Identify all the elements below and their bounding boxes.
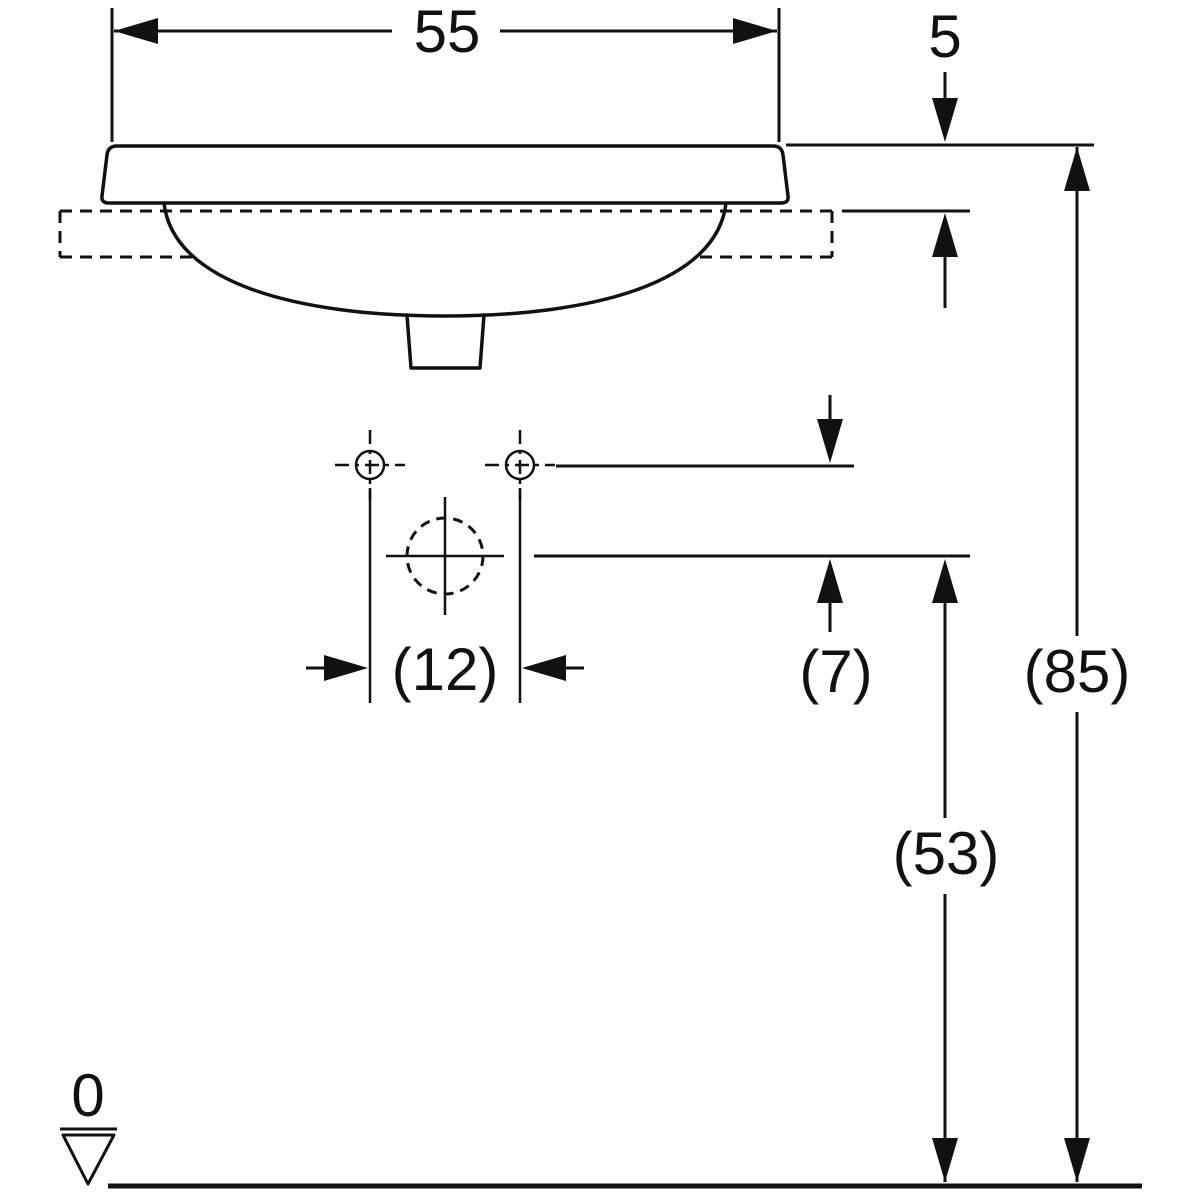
dim-85-label-mask (1006, 636, 1148, 712)
basin-bowl-outline (162, 201, 728, 318)
basin-rim (100, 144, 790, 205)
dimension-rim-height: (85) (1006, 147, 1148, 1182)
tap-hole-left-circle (354, 449, 386, 481)
arrow-right-icon (733, 18, 777, 44)
tap-hole-right-circle (504, 449, 536, 481)
drain-hole (386, 497, 504, 615)
dim-label-tap-to-drain-offset: (7) (799, 638, 872, 705)
dimension-drain-height: (53) (878, 559, 1014, 1182)
tap-hole-right (485, 430, 555, 500)
arrow-down-icon (932, 98, 958, 142)
dim-label-rim-above-counter: 5 (928, 3, 961, 70)
dim-label-overall-width: 55 (414, 0, 481, 65)
datum-triangle-icon (61, 1133, 116, 1186)
drain-outlet-fill (407, 315, 484, 368)
drain-outlet (405, 313, 486, 370)
arrow-up-icon (932, 213, 958, 257)
dimension-rim-above-counter: 5 (842, 3, 970, 308)
tap-hole-left (335, 430, 405, 500)
arrow-down-icon (932, 1138, 958, 1182)
arrow-right-icon (324, 655, 368, 681)
arrow-left-icon (522, 655, 566, 681)
basin-bowl-fill (164, 203, 726, 316)
dimension-tap-hole-spacing: (12) (306, 488, 584, 703)
arrow-down-icon (817, 419, 843, 463)
ground-datum: 0 (60, 1062, 1142, 1189)
arrow-left-icon (114, 18, 158, 44)
dimension-overall-width: 55 (110, 0, 781, 142)
datum-label: 0 (71, 1062, 104, 1129)
dim-label-drain-height: (53) (893, 820, 1000, 887)
drain-outlet-outline (405, 313, 486, 370)
dim-53-label-mask (878, 818, 1014, 894)
arrow-up-icon (932, 559, 958, 603)
dim-label-rim-height: (85) (1024, 638, 1131, 705)
dim-label-tap-hole-spacing: (12) (392, 636, 499, 703)
arrow-up-icon (1064, 147, 1090, 191)
arrow-up-icon (817, 559, 843, 603)
arrow-down-icon (1064, 1138, 1090, 1182)
dimension-tap-to-drain-offset: (7) (799, 395, 873, 705)
drain-hole-circle (405, 516, 485, 596)
